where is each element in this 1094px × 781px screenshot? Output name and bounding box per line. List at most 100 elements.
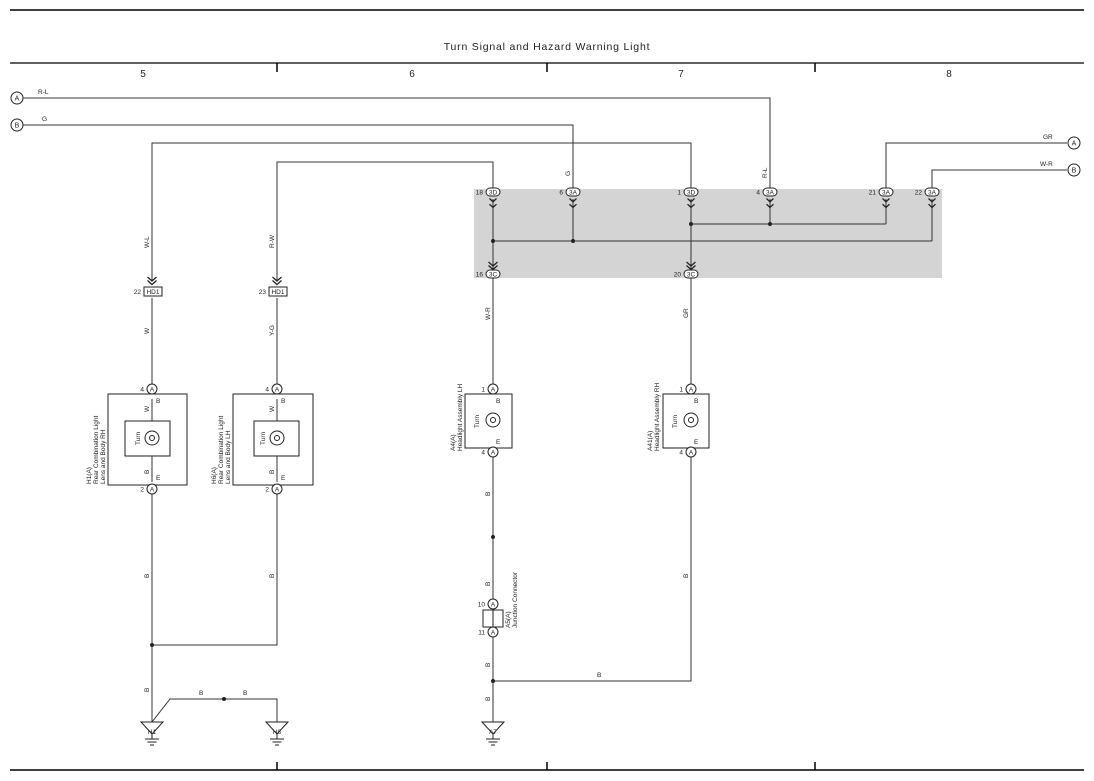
pin-number: 4	[756, 190, 760, 197]
wire-color-label: B	[144, 574, 151, 578]
headlight-assembly-rh: A 1 B Turn E A 4 A41(A) Headlight Assemb…	[647, 382, 710, 458]
ground-h8: H8	[265, 721, 289, 746]
ground-a7: A7	[481, 721, 505, 746]
conn-code: 3A	[569, 190, 578, 197]
wire-color-label: B	[144, 688, 151, 692]
conn-code: 3A	[882, 190, 891, 197]
block-pin-18: 3D 18	[476, 187, 501, 209]
ground-h1: H1	[140, 721, 164, 746]
pin-letter: A	[491, 602, 496, 609]
component-code: A5(A)	[505, 611, 512, 628]
wire-color-label: W	[144, 327, 151, 334]
wires	[23, 97, 1067, 723]
terminal-label: B	[694, 398, 698, 405]
junction-connector: A 10 A 11 A5(A) Junction Connector	[478, 571, 519, 638]
wire-color-label: B	[144, 470, 151, 474]
terminal-a-left: A	[10, 91, 24, 105]
pin-letter: A	[491, 450, 496, 457]
pin-letter: A	[491, 387, 496, 394]
column-number: 6	[409, 69, 415, 80]
wire-color-label: R-L	[762, 167, 769, 178]
pin-number: 11	[478, 630, 485, 637]
pin-number: 21	[869, 190, 877, 197]
wire-color-label: R-W	[269, 234, 276, 248]
conn-code: 3A	[928, 190, 937, 197]
diagram-title: Turn Signal and Hazard Warning Light	[444, 41, 651, 53]
wire-color-label: B	[485, 663, 492, 667]
component-name: Rear Combination Light	[218, 416, 225, 484]
connector-name: HD1	[146, 289, 159, 296]
component-name: Lens and Body LH	[225, 430, 232, 484]
pin-number: 2	[265, 487, 269, 494]
junction-block	[474, 189, 942, 278]
terminal-label: B	[156, 398, 160, 405]
wire-color-label: W-R	[1040, 161, 1053, 168]
pin-number: 18	[476, 190, 484, 197]
wire-color-label: Y-G	[269, 325, 276, 336]
component-code: A41(A)	[647, 431, 654, 451]
pin-letter: A	[275, 487, 280, 494]
pin-number: 1	[481, 387, 485, 394]
terminal-b-right: B	[1067, 163, 1081, 177]
pin-number: 23	[259, 289, 267, 296]
pin-number: 22	[915, 190, 923, 197]
pin-letter: A	[491, 630, 496, 637]
bulb-label: Turn	[672, 414, 679, 428]
pin-letter: A	[275, 387, 280, 394]
block-pin-1: 3D 1	[677, 187, 699, 209]
connector-hd1-23: HD1 23	[259, 276, 288, 297]
splice-points	[150, 222, 772, 701]
bulb-label: Turn	[474, 414, 481, 428]
frame	[10, 9, 1084, 771]
column-number: 7	[678, 69, 684, 80]
wire-color-label: B	[597, 672, 601, 679]
wire-color-label: GR	[683, 308, 690, 318]
terminal-a-right: A	[1067, 136, 1081, 150]
wire-color-label: G	[565, 171, 572, 176]
block-pin-4: 3A 4	[756, 187, 778, 209]
ground-label: A7	[489, 729, 497, 736]
terminal-letter: B	[15, 123, 20, 130]
ground-label: H1	[148, 729, 157, 736]
terminal-letter: A	[1072, 141, 1077, 148]
conn-code: 3C	[687, 272, 696, 279]
component-code: A4(A)	[450, 434, 457, 451]
rear-combination-light-lh: A 4 B Turn E A 2 H6(A) Rear Combination …	[211, 383, 314, 495]
column-number: 8	[946, 69, 952, 80]
pin-number: 4	[481, 450, 485, 457]
conn-code: 3D	[687, 190, 696, 197]
wire-color-label: B	[485, 492, 492, 496]
headlight-assembly-lh: A 1 B Turn E A 4 A4(A) Headlight Assembl…	[450, 383, 513, 458]
wire-color-label: G	[42, 116, 47, 123]
wire-color-label: W-R	[485, 307, 492, 320]
pin-number: 1	[677, 190, 681, 197]
terminal-label: E	[156, 475, 161, 482]
wire-color-label: R-L	[38, 89, 49, 96]
column-number: 5	[140, 69, 146, 80]
pin-letter: A	[150, 487, 155, 494]
ground-label: H8	[273, 729, 282, 736]
conn-code: 3C	[489, 272, 498, 279]
pin-number: 2	[140, 487, 144, 494]
block-pin-6: 3A 6	[559, 187, 581, 209]
pin-number: 22	[134, 289, 142, 296]
wire-color-label: B	[269, 574, 276, 578]
component-code: H6(A)	[211, 467, 218, 484]
terminal-label: E	[281, 475, 286, 482]
pin-number: 6	[559, 190, 563, 197]
block-pin-21: 3A 21	[869, 187, 894, 209]
terminal-label: B	[281, 398, 285, 405]
wire-color-label: B	[269, 470, 276, 474]
pin-number: 4	[140, 387, 144, 394]
conn-code: 3A	[766, 190, 775, 197]
terminal-letter: B	[1072, 168, 1077, 175]
wire-color-label: GR	[1043, 134, 1053, 141]
pin-letter: A	[689, 387, 694, 394]
wire-color-label: B	[683, 574, 690, 578]
rear-combination-light-rh: A 4 B Turn E A 2 H1(A) Rear Combination …	[86, 383, 188, 495]
component-code: H1(A)	[86, 467, 93, 484]
component-name: Headlight Assembly LH	[457, 383, 464, 451]
wire-color-label: B	[485, 582, 492, 586]
pin-number: 20	[674, 272, 682, 279]
conn-code: 3D	[489, 190, 498, 197]
